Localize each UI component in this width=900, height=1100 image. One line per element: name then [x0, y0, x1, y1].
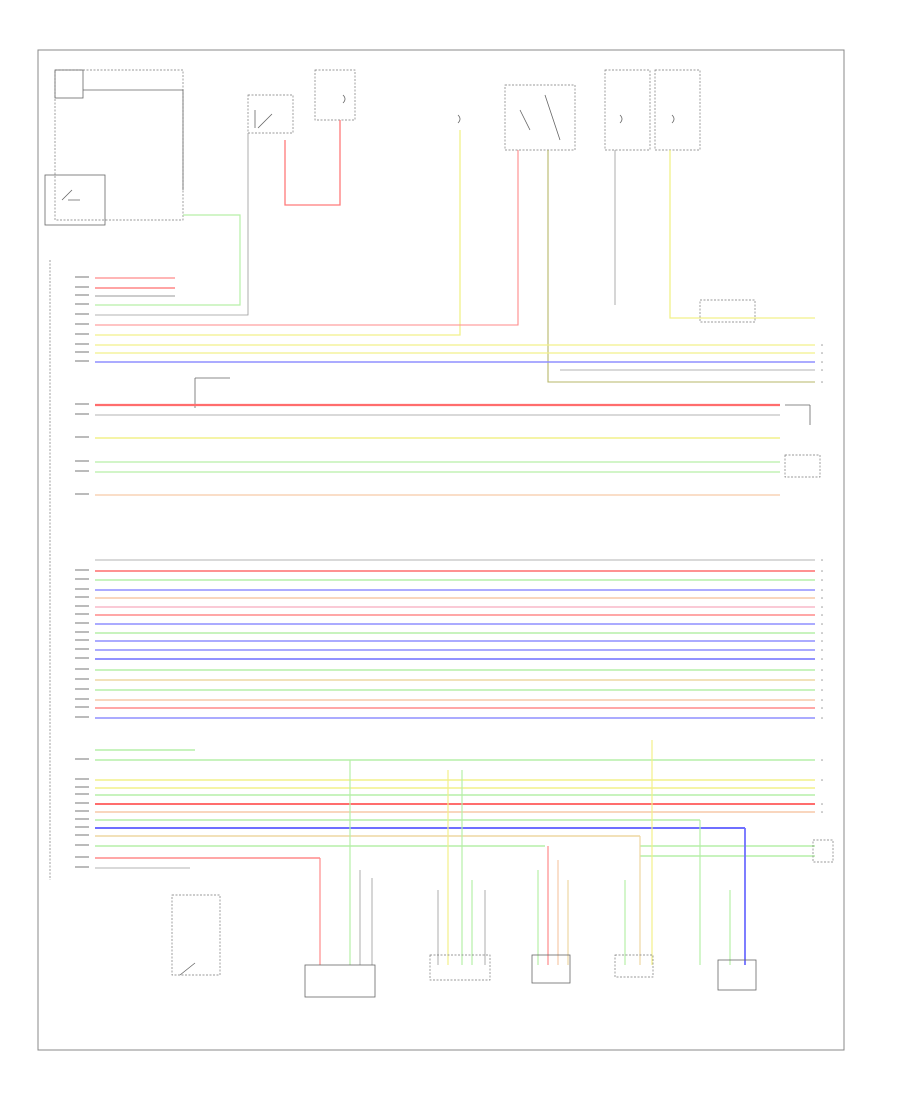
fuse-icon	[342, 94, 346, 104]
vertical-wires-bottom	[319, 740, 746, 965]
top-components	[44, 69, 701, 226]
vertical-wires-top	[95, 120, 815, 383]
sensor-3-box	[531, 954, 571, 984]
relay-switch-icon	[179, 962, 196, 976]
top-left-wire	[83, 89, 184, 190]
horizontal-wires-upper	[95, 277, 815, 371]
fuse-4-box	[654, 69, 701, 151]
horizontal-wires-middle	[95, 403, 780, 496]
top-left-switch-box	[44, 174, 106, 226]
bottom-components	[171, 839, 834, 998]
fuse-icon	[619, 114, 623, 124]
fuse-1-box	[314, 69, 356, 121]
relay-2-box	[504, 84, 576, 151]
horizontal-wires-lower	[95, 559, 815, 719]
sensor-1-box	[304, 964, 376, 998]
wire-gray-vertical	[95, 133, 249, 316]
fuse-icon	[457, 114, 461, 124]
relay-switch-icon	[519, 94, 561, 141]
sensor-5-box	[717, 959, 757, 991]
relay-switch-icon	[61, 189, 80, 201]
relay-1-box	[247, 94, 294, 134]
left-pin-marks	[75, 276, 89, 868]
wire-olive-vertical	[547, 150, 815, 383]
wire-red-vertical	[284, 120, 341, 206]
right-ground-connector	[812, 839, 834, 863]
wire-red-vertical-2	[95, 150, 519, 326]
sensor-4-box	[614, 954, 654, 978]
upper-right-connector	[699, 299, 756, 323]
top-left-relay-box	[54, 69, 84, 99]
fuse-3-box	[604, 69, 651, 151]
ground-icon	[194, 377, 230, 408]
sensor-connector-right	[784, 454, 821, 478]
bottom-left-switch	[171, 894, 221, 976]
wire-yellow-vertical-2	[669, 150, 815, 319]
relay-switch-icon	[254, 110, 273, 129]
wire-green-vertical	[95, 214, 241, 306]
fuse-icon	[671, 114, 675, 124]
top-left-module	[54, 69, 184, 221]
diagram-frame	[37, 49, 845, 1051]
horizontal-wires-bottom	[95, 749, 815, 869]
sensor-2-box	[429, 954, 491, 981]
right-terminals	[821, 344, 823, 813]
connector-icon	[785, 404, 811, 425]
wire-yellow-vertical	[95, 130, 461, 336]
